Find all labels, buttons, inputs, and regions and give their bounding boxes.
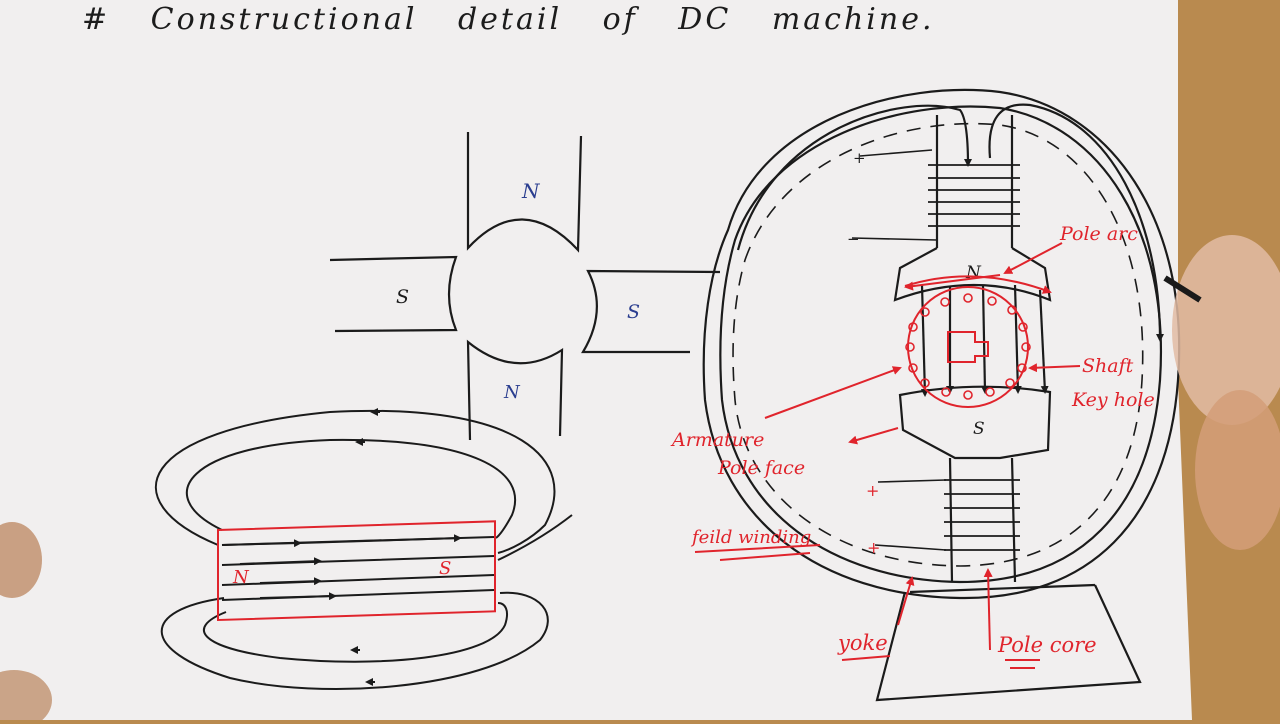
pole-face-pointer [848, 427, 899, 445]
left-pole-s [329, 255, 458, 333]
top-coil-lead-minus [851, 237, 938, 241]
annotation-arrows [694, 242, 1081, 669]
bottom-field-coil [944, 479, 1020, 551]
armature-core [907, 286, 1029, 408]
lead-plus-top: + [853, 149, 866, 167]
label-pole-face: Pole face [717, 457, 805, 479]
bar-magnet-north-label: N [232, 567, 250, 588]
label-key-hole: Key hole [1071, 389, 1155, 411]
label-pole-core: Pole core [997, 633, 1097, 657]
dc-machine [702, 88, 1181, 702]
pole-label-s-left: S [396, 286, 409, 308]
stand-top [909, 583, 1096, 594]
label-field-winding: feild winding [690, 527, 811, 548]
pole-label-n-bottom: N [503, 382, 521, 403]
label-pole-arc: Pole arc [1059, 223, 1138, 245]
lead-plus-bottom-1: + [866, 481, 879, 500]
armature-pointer [764, 366, 902, 419]
yoke-pointer [897, 576, 915, 626]
pole-label-s-right: S [627, 301, 640, 323]
yoke-underline [841, 655, 891, 661]
shaft-pointer [1028, 363, 1081, 373]
four-pole-magnet [329, 132, 721, 441]
label-armature: Armature [670, 429, 764, 451]
label-shaft: Shaft [1082, 355, 1134, 377]
top-pole-shoe [893, 247, 1052, 302]
top-coil-lead-plus [859, 149, 933, 157]
armature [905, 286, 1031, 408]
pole-core-pointer [983, 568, 993, 651]
armature-slots [905, 293, 1031, 400]
bar-magnet-flux [155, 408, 573, 691]
pole-arc-arc [904, 275, 1052, 294]
label-yoke: yoke [837, 631, 888, 655]
pole-arc-pointer [1003, 242, 1063, 274]
flux-loop-upper-inner [186, 438, 517, 539]
shaft-keyhole [947, 331, 989, 363]
right-pole-s [581, 269, 721, 354]
flux-tail [497, 514, 573, 561]
pole-core-underline [1005, 659, 1040, 669]
field-winding-underline [694, 544, 821, 561]
flux-curve-top-right [988, 103, 1164, 342]
flux-loop-lower-outer [160, 591, 549, 691]
fingers [0, 235, 1280, 724]
bottom-pole-n [466, 339, 564, 441]
lead-minus-top: − [847, 230, 860, 248]
top-pole-n [466, 132, 583, 253]
yoke-outer [702, 88, 1181, 600]
machine-stand [875, 584, 1142, 702]
bar-magnet-south-label: S [439, 558, 451, 579]
bar-magnet-body [217, 520, 496, 622]
machine-pole-s: S [973, 419, 985, 439]
lead-plus-bottom-2: + [867, 538, 880, 557]
bottom-coil-lead-2 [874, 544, 947, 551]
page-title: # Constructional detail of DC machine. [82, 2, 935, 37]
pole-label-n-top: N [521, 179, 541, 203]
bottom-pole-core [948, 457, 1017, 583]
flux-curve-top-left [736, 104, 972, 251]
flux-loop-lower-inner [203, 602, 508, 663]
flux-loop-upper-outer [155, 409, 556, 554]
bottom-coil-lead-1 [877, 479, 947, 483]
paper-sheet [0, 0, 1192, 720]
top-field-coil [928, 164, 1020, 227]
